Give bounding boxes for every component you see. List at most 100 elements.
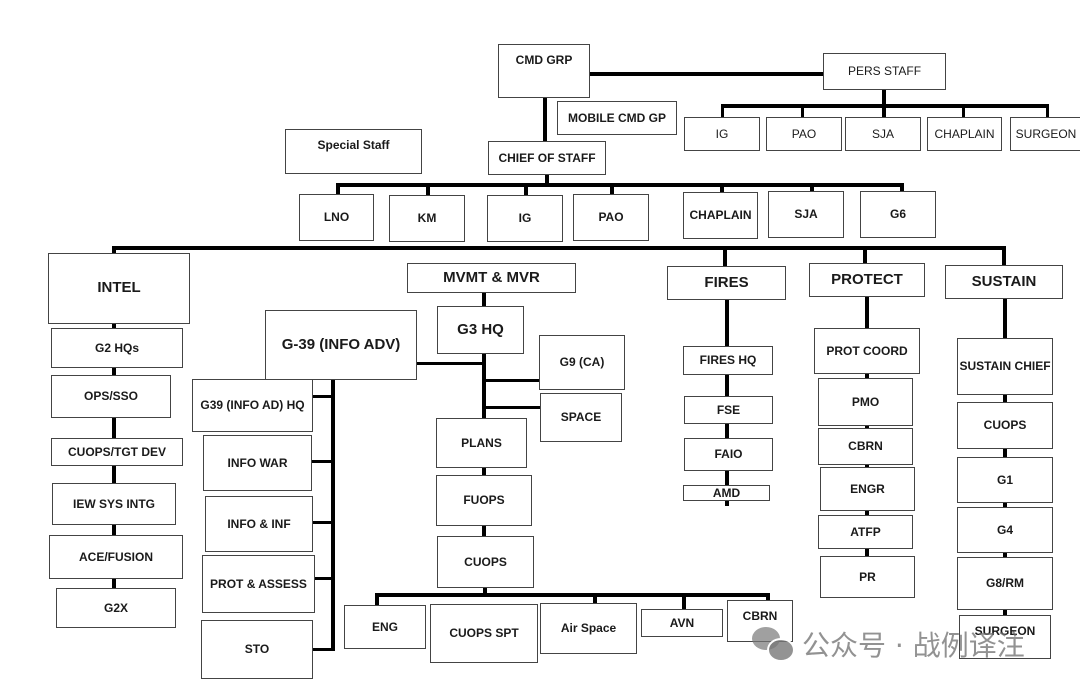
- connector: [588, 72, 824, 76]
- intel-box: INTEL: [48, 253, 190, 324]
- g4-box: G4: [957, 507, 1053, 553]
- g8-rm-box: G8/RM: [957, 557, 1053, 610]
- connector: [900, 183, 904, 193]
- connector: [483, 587, 487, 597]
- connector: [766, 593, 770, 601]
- connector: [311, 521, 333, 524]
- connector: [336, 183, 340, 195]
- g39-hq-box: G39 (INFO AD) HQ: [192, 379, 313, 432]
- g39-info-adv-box: G-39 (INFO ADV): [265, 310, 417, 380]
- wechat-icon: [752, 627, 795, 662]
- cuops-box: CUOPS: [437, 536, 534, 588]
- cos-sja-box: SJA: [768, 191, 844, 238]
- avn-box: AVN: [641, 609, 723, 637]
- pmo-box: PMO: [818, 378, 913, 426]
- connector: [524, 183, 528, 195]
- connector: [723, 246, 727, 268]
- connector: [721, 104, 1049, 108]
- fse-box: FSE: [684, 396, 773, 424]
- protect-cbrn-box: CBRN: [818, 428, 913, 465]
- atfp-box: ATFP: [818, 515, 913, 549]
- connector: [863, 246, 867, 266]
- pers-staff-sja-box: SJA: [845, 117, 921, 151]
- connector: [801, 104, 804, 118]
- watermark: 公众号 · 战例译注: [752, 624, 1025, 664]
- connector: [682, 593, 686, 609]
- pers-staff-chaplain-box: CHAPLAIN: [927, 117, 1002, 151]
- intel-g2-hqs-box: G2 HQs: [51, 328, 183, 368]
- connector: [882, 89, 886, 117]
- intel-ace-fusion-box: ACE/FUSION: [49, 535, 183, 579]
- pers-staff-surgeon-box: SURGEON: [1010, 117, 1080, 151]
- connector: [962, 104, 965, 118]
- fires-box: FIRES: [667, 266, 786, 300]
- cos-g6-box: G6: [860, 191, 936, 238]
- g39-info-war-box: INFO WAR: [203, 435, 312, 491]
- pers-staff-ig-box: IG: [684, 117, 760, 151]
- connector: [721, 104, 724, 118]
- prot-coord-box: PROT COORD: [814, 328, 920, 374]
- engr-box: ENGR: [820, 467, 915, 511]
- connector: [1046, 104, 1049, 118]
- cos-pao-box: PAO: [573, 194, 649, 241]
- intel-g2x-box: G2X: [56, 588, 176, 628]
- sustain-chief-box: SUSTAIN CHIEF: [957, 338, 1053, 395]
- connector: [482, 353, 486, 419]
- g39-sto-box: STO: [201, 620, 313, 679]
- connector: [1002, 246, 1006, 268]
- connector: [484, 406, 540, 409]
- watermark-text: 公众号 · 战例译注: [802, 629, 1025, 662]
- mvmt-mvr-box: MVMT & MVR: [407, 263, 576, 293]
- connector: [865, 296, 869, 558]
- fuops-box: FUOPS: [436, 475, 532, 526]
- connector: [482, 467, 486, 475]
- pers-staff-pao-box: PAO: [766, 117, 842, 151]
- air-space-box: Air Space: [540, 603, 637, 654]
- connector: [416, 362, 486, 365]
- connector: [336, 183, 904, 187]
- g39-info-inf-box: INFO & INF: [205, 496, 313, 552]
- intel-iew-sys-intg-box: IEW SYS INTG: [52, 483, 176, 525]
- connector: [375, 593, 770, 597]
- mobile-cmd-gp-box: MOBILE CMD GP: [557, 101, 677, 135]
- connector: [112, 246, 116, 255]
- connector: [314, 577, 334, 580]
- connector: [810, 183, 814, 193]
- cos-ig-box: IG: [487, 195, 563, 242]
- intel-cuops-tgt-dev-box: CUOPS/TGT DEV: [51, 438, 183, 466]
- faio-box: FAIO: [684, 438, 773, 471]
- space-box: SPACE: [540, 393, 622, 442]
- g9-ca-box: G9 (CA): [539, 335, 625, 390]
- cuops-spt-box: CUOPS SPT: [430, 604, 538, 663]
- connector: [543, 97, 547, 142]
- g1-box: G1: [957, 457, 1053, 503]
- g39-prot-assess-box: PROT & ASSESS: [202, 555, 315, 613]
- sustain-cuops-box: CUOPS: [957, 402, 1053, 449]
- fires-hq-box: FIRES HQ: [683, 346, 773, 375]
- connector: [484, 379, 540, 382]
- connector: [482, 292, 486, 306]
- sustain-surgeon-box: SURGEON: [959, 615, 1051, 659]
- connector: [331, 379, 335, 651]
- intel-ops-sso-box: OPS/SSO: [51, 375, 171, 418]
- connector: [545, 174, 549, 186]
- pr-box: PR: [820, 556, 915, 598]
- special-staff-box: Special Staff: [285, 129, 422, 174]
- cuops-cbrn-box: CBRN: [727, 600, 793, 642]
- connector: [312, 460, 334, 463]
- cos-lno-box: LNO: [299, 194, 374, 241]
- connector: [375, 593, 379, 605]
- connector: [593, 593, 597, 604]
- connector: [610, 183, 614, 195]
- sustain-box: SUSTAIN: [945, 265, 1063, 299]
- cmd-grp-box: CMD GRP: [498, 44, 590, 98]
- connector: [312, 648, 334, 651]
- cos-km-box: KM: [389, 195, 465, 242]
- amd-box: AMD: [683, 485, 770, 501]
- connector: [482, 525, 486, 537]
- connector: [112, 246, 1005, 250]
- g3-hq-box: G3 HQ: [437, 306, 524, 354]
- pers-staff-box: PERS STAFF: [823, 53, 946, 90]
- plans-box: PLANS: [436, 418, 527, 468]
